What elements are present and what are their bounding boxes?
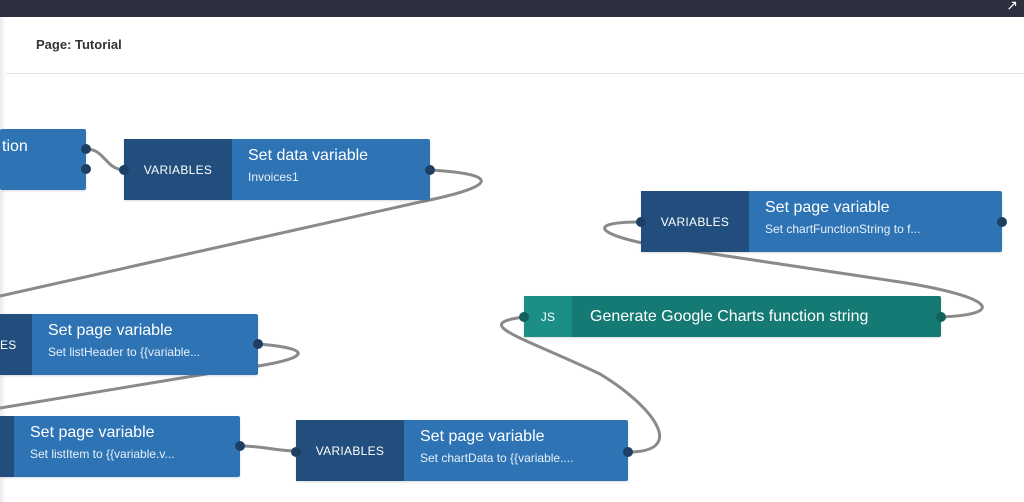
set-list-item-node[interactable]: Set page variable Set listItem to {{vari…	[0, 416, 240, 477]
output-port[interactable]	[81, 164, 91, 174]
node-title: Set page variable	[48, 322, 173, 339]
node-subtitle: Set chartData to {{variable....	[420, 451, 574, 465]
top-bar: ↗	[0, 0, 1024, 17]
node-subtitle: Set listItem to {{variable.v...	[30, 447, 175, 461]
node-category: VARIABLES	[641, 191, 749, 252]
output-port[interactable]	[936, 312, 946, 322]
generate-google-charts-node[interactable]: JS Generate Google Charts function strin…	[524, 296, 941, 337]
output-port[interactable]	[425, 165, 435, 175]
input-port[interactable]	[119, 165, 129, 175]
node-title: Generate Google Charts function string	[590, 307, 869, 325]
page-header: Page: Tutorial	[6, 17, 1024, 74]
output-port[interactable]	[623, 447, 633, 457]
node-subtitle: Set listHeader to {{variable...	[48, 345, 201, 359]
set-list-header-node[interactable]: ES Set page variable Set listHeader to {…	[0, 314, 258, 375]
input-port[interactable]	[636, 217, 646, 227]
node-category: ES	[0, 314, 32, 375]
node-subtitle: Set chartFunctionString to f...	[765, 222, 921, 236]
set-data-variable-node[interactable]: VARIABLES Set data variable Invoices1	[124, 139, 430, 200]
wire-list-item-to-chart-data	[238, 444, 298, 453]
node-category: VARIABLES	[124, 139, 232, 200]
output-port[interactable]	[253, 339, 263, 349]
action-node-partial[interactable]: tion	[0, 129, 86, 190]
panel-edge	[0, 17, 6, 502]
flow-canvas[interactable]: tion VARIABLES Set data variable Invoice…	[0, 74, 1024, 502]
output-port[interactable]	[997, 217, 1007, 227]
node-category: VARIABLES	[296, 420, 404, 481]
node-title: tion	[2, 138, 28, 155]
input-port[interactable]	[291, 447, 301, 457]
node-title: Set page variable	[765, 199, 890, 216]
node-title: Set page variable	[420, 428, 545, 445]
output-port[interactable]	[81, 144, 91, 154]
node-title: Set data variable	[248, 147, 369, 164]
node-category: JS	[524, 296, 572, 337]
page-title: Page: Tutorial	[36, 37, 122, 52]
set-chart-data-node[interactable]: VARIABLES Set page variable Set chartDat…	[296, 420, 628, 481]
wire-js-to-chart-function	[603, 220, 984, 319]
corner-arrow-icon[interactable]: ↗	[1006, 0, 1018, 13]
output-port[interactable]	[235, 441, 245, 451]
wire-chart-data-to-js	[499, 315, 662, 454]
set-chart-function-string-node[interactable]: VARIABLES Set page variable Set chartFun…	[641, 191, 1002, 252]
wire-partial-to-data-variable	[84, 147, 126, 172]
wire-data-variable-to-list-header	[0, 168, 483, 298]
node-category-stub	[0, 416, 14, 477]
node-subtitle: Invoices1	[248, 170, 299, 184]
node-title: Set page variable	[30, 424, 155, 441]
input-port[interactable]	[519, 312, 529, 322]
